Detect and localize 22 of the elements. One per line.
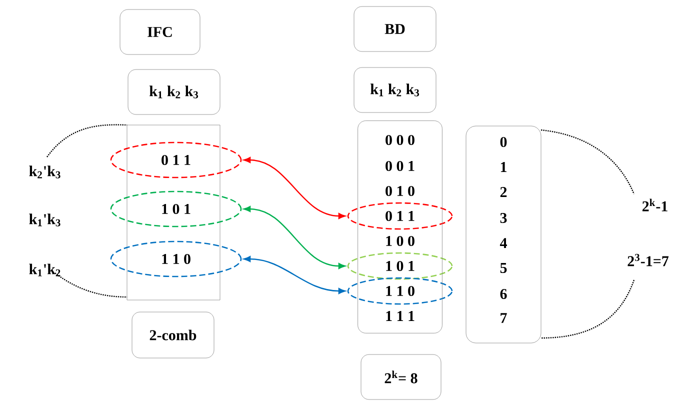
arrow: [244, 206, 346, 269]
title-box: IFC: [120, 9, 200, 55]
math-label: k$_{1}$'k$_{3}$: [29, 214, 60, 226]
variable-box: k$_{1}$ k$_{2}$ k$_{3}$: [354, 67, 436, 113]
bit-row: 0 0 1: [386, 160, 414, 172]
arrow: [244, 157, 346, 219]
math-label: k$_{1}$'k$_{2}$: [29, 264, 60, 276]
column-frame: [126, 124, 220, 300]
variable-box: k$_{1}$ k$_{2}$ k$_{3}$: [128, 69, 220, 115]
column-box: [358, 120, 442, 334]
math-label: k$_{2}$'k$_{3}$: [29, 166, 60, 178]
bit-row: 0 0 0: [386, 134, 414, 146]
math-label: 2$^{3}$-1=7: [628, 254, 669, 266]
arrow: [244, 256, 346, 294]
bit-row: 1 0 0: [386, 236, 414, 246]
title-box: BD: [354, 6, 436, 52]
math-label: 2$^{k}$-1: [642, 198, 668, 212]
result-box: 2-comb: [132, 312, 214, 358]
bit-row: 1 1 1: [386, 311, 414, 321]
number-column-box: 0 1 2 3 4 5 6 7: [466, 126, 542, 344]
bit-row: 0 1 0: [386, 186, 414, 196]
formula-box: 2$^{k}$= 8: [360, 354, 442, 400]
